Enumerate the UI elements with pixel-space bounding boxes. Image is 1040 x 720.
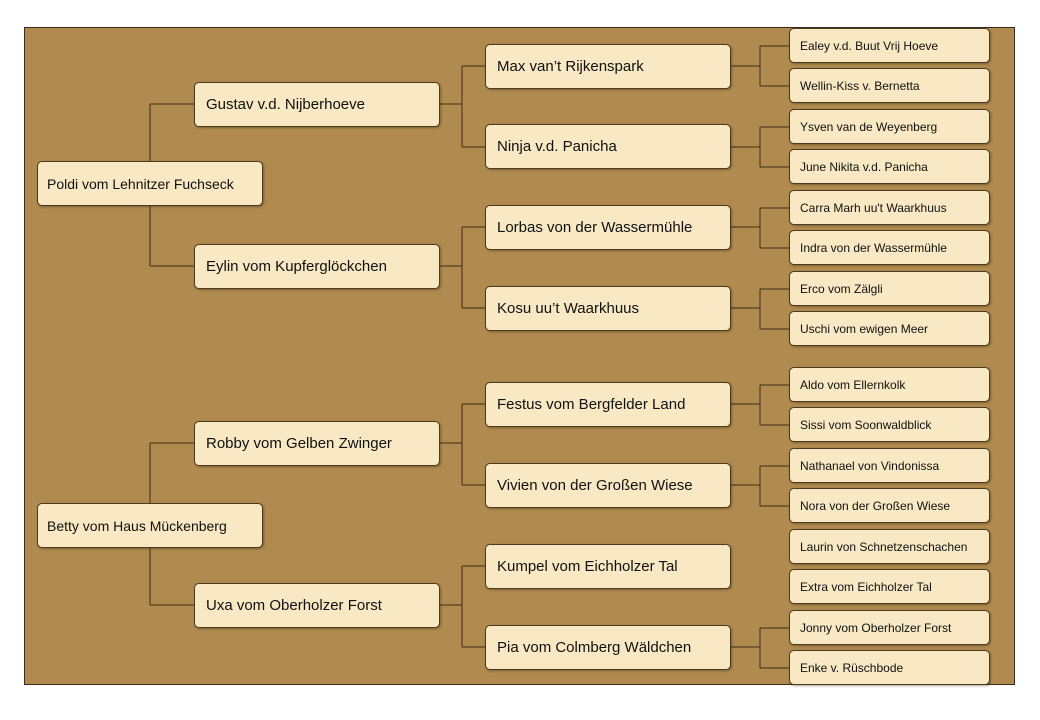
- gen4-node-4[interactable]: June Nikita v.d. Panicha: [789, 149, 990, 184]
- gen4-node-10[interactable]: Sissi vom Soonwaldblick: [789, 407, 990, 442]
- gen4-node-9[interactable]: Aldo vom Ellernkolk: [789, 367, 990, 402]
- gen3-node-5[interactable]: Festus vom Bergfelder Land: [485, 382, 731, 427]
- gen4-node-8[interactable]: Uschi vom ewigen Meer: [789, 311, 990, 346]
- sire-node[interactable]: Poldi vom Lehnitzer Fuchseck: [37, 161, 263, 206]
- gen3-node-3[interactable]: Lorbas von der Wassermühle: [485, 205, 731, 250]
- gen4-node-12[interactable]: Nora von der Großen Wiese: [789, 488, 990, 523]
- gen3-node-4[interactable]: Kosu uu’t Waarkhuus: [485, 286, 731, 331]
- dam-node[interactable]: Betty vom Haus Mückenberg: [37, 503, 263, 548]
- gen4-node-6[interactable]: Indra von der Wassermühle: [789, 230, 990, 265]
- maternal-grandsire-node[interactable]: Robby vom Gelben Zwinger: [194, 421, 440, 466]
- gen4-node-3[interactable]: Ysven van de Weyenberg: [789, 109, 990, 144]
- gen4-node-16[interactable]: Enke v. Rüschbode: [789, 650, 990, 685]
- gen4-node-1[interactable]: Ealey v.d. Buut Vrij Hoeve: [789, 28, 990, 63]
- paternal-granddam-node[interactable]: Eylin vom Kupferglöckchen: [194, 244, 440, 289]
- gen4-node-13[interactable]: Laurin von Schnetzenschachen: [789, 529, 990, 564]
- gen3-node-7[interactable]: Kumpel vom Eichholzer Tal: [485, 544, 731, 589]
- gen4-node-15[interactable]: Jonny vom Oberholzer Forst: [789, 610, 990, 645]
- gen4-node-11[interactable]: Nathanael von Vindonissa: [789, 448, 990, 483]
- gen4-node-7[interactable]: Erco vom Zälgli: [789, 271, 990, 306]
- gen4-node-2[interactable]: Wellin-Kiss v. Bernetta: [789, 68, 990, 103]
- pedigree-chart: Poldi vom Lehnitzer Fuchseck Betty vom H…: [24, 27, 1015, 685]
- gen3-node-1[interactable]: Max van’t Rijkenspark: [485, 44, 731, 89]
- gen3-node-6[interactable]: Vivien von der Großen Wiese: [485, 463, 731, 508]
- gen3-node-2[interactable]: Ninja v.d. Panicha: [485, 124, 731, 169]
- paternal-grandsire-node[interactable]: Gustav v.d. Nijberhoeve: [194, 82, 440, 127]
- gen4-node-5[interactable]: Carra Marh uu't Waarkhuus: [789, 190, 990, 225]
- maternal-granddam-node[interactable]: Uxa vom Oberholzer Forst: [194, 583, 440, 628]
- gen4-node-14[interactable]: Extra vom Eichholzer Tal: [789, 569, 990, 604]
- pedigree-connector-lines: [149, 45, 789, 669]
- gen3-node-8[interactable]: Pia vom Colmberg Wäldchen: [485, 625, 731, 670]
